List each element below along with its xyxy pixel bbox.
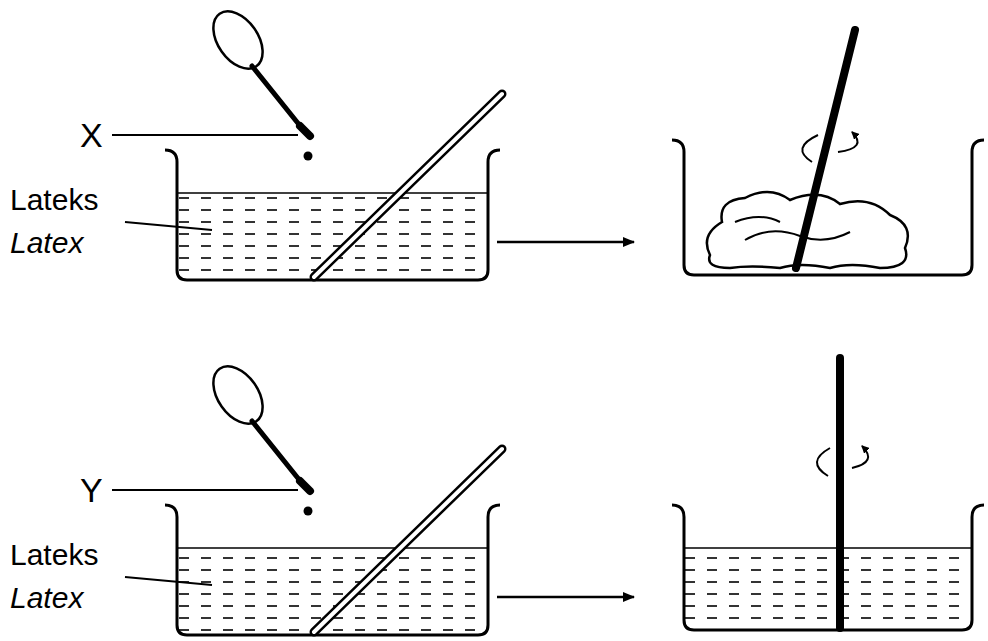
beaker-coagulated	[672, 30, 984, 275]
glass-rod	[314, 449, 502, 632]
reagent-label: X	[80, 118, 103, 152]
reagent-label: Y	[80, 473, 103, 507]
process-arrow	[497, 241, 634, 244]
leader-line	[112, 134, 298, 136]
glass-rod	[314, 94, 502, 277]
material-label: Lateks	[10, 185, 98, 215]
spoon	[203, 2, 312, 160]
material-label: Lateks	[10, 540, 98, 570]
leader-line	[112, 489, 298, 491]
process-arrow	[497, 596, 634, 599]
material-label: Latex	[10, 228, 83, 258]
beaker-latex-unchanged	[672, 358, 984, 630]
material-label: Latex	[10, 583, 83, 613]
spoon	[203, 357, 312, 515]
